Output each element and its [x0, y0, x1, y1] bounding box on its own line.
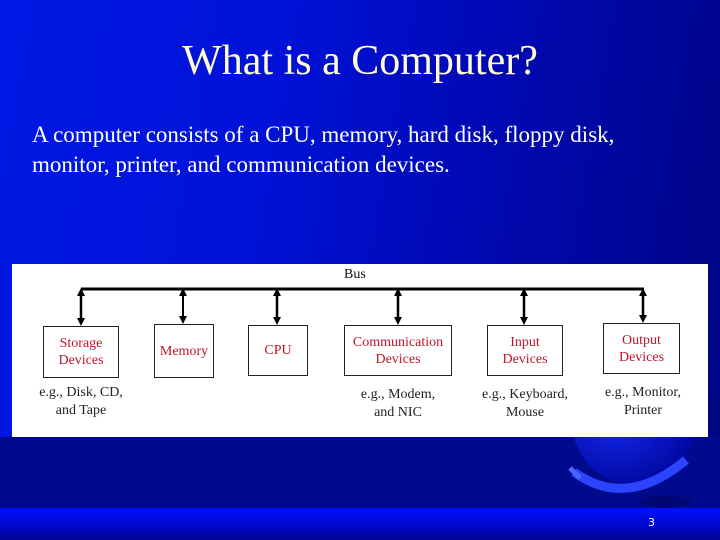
- input-examples: e.g., Keyboard,Mouse: [482, 387, 568, 420]
- component-label: Devices: [58, 353, 104, 368]
- slide-title: What is a Computer?: [182, 38, 538, 84]
- component-label: Memory: [159, 343, 209, 359]
- communication-examples: e.g., Modem,and NIC: [360, 387, 436, 420]
- footer-band: [0, 508, 720, 540]
- storage-examples: e.g., Disk, CD,and Tape: [39, 385, 123, 418]
- body-line-1: A computer consists of a CPU, memory, ha…: [32, 122, 615, 147]
- slide-body: A computer consists of a CPU, memory, ha…: [32, 120, 692, 180]
- output-examples: e.g., Monitor,Printer: [604, 385, 682, 418]
- memory-box: Memory: [154, 324, 214, 378]
- component-label: CPU: [264, 343, 292, 358]
- cpu-box: CPU: [248, 325, 308, 376]
- component-label: Input: [510, 334, 540, 350]
- component-label: Output: [622, 332, 661, 348]
- body-line-2: monitor, printer, and communication devi…: [32, 152, 450, 177]
- bus-connectors: [77, 287, 647, 326]
- component-label: Storage: [59, 336, 103, 351]
- component-label: Devices: [618, 349, 665, 365]
- bus-label: Bus: [344, 267, 366, 282]
- page-number: 3: [648, 516, 655, 529]
- component-label: Devices: [375, 351, 421, 367]
- component-label: Devices: [502, 351, 548, 367]
- component-label: Communication: [352, 334, 444, 350]
